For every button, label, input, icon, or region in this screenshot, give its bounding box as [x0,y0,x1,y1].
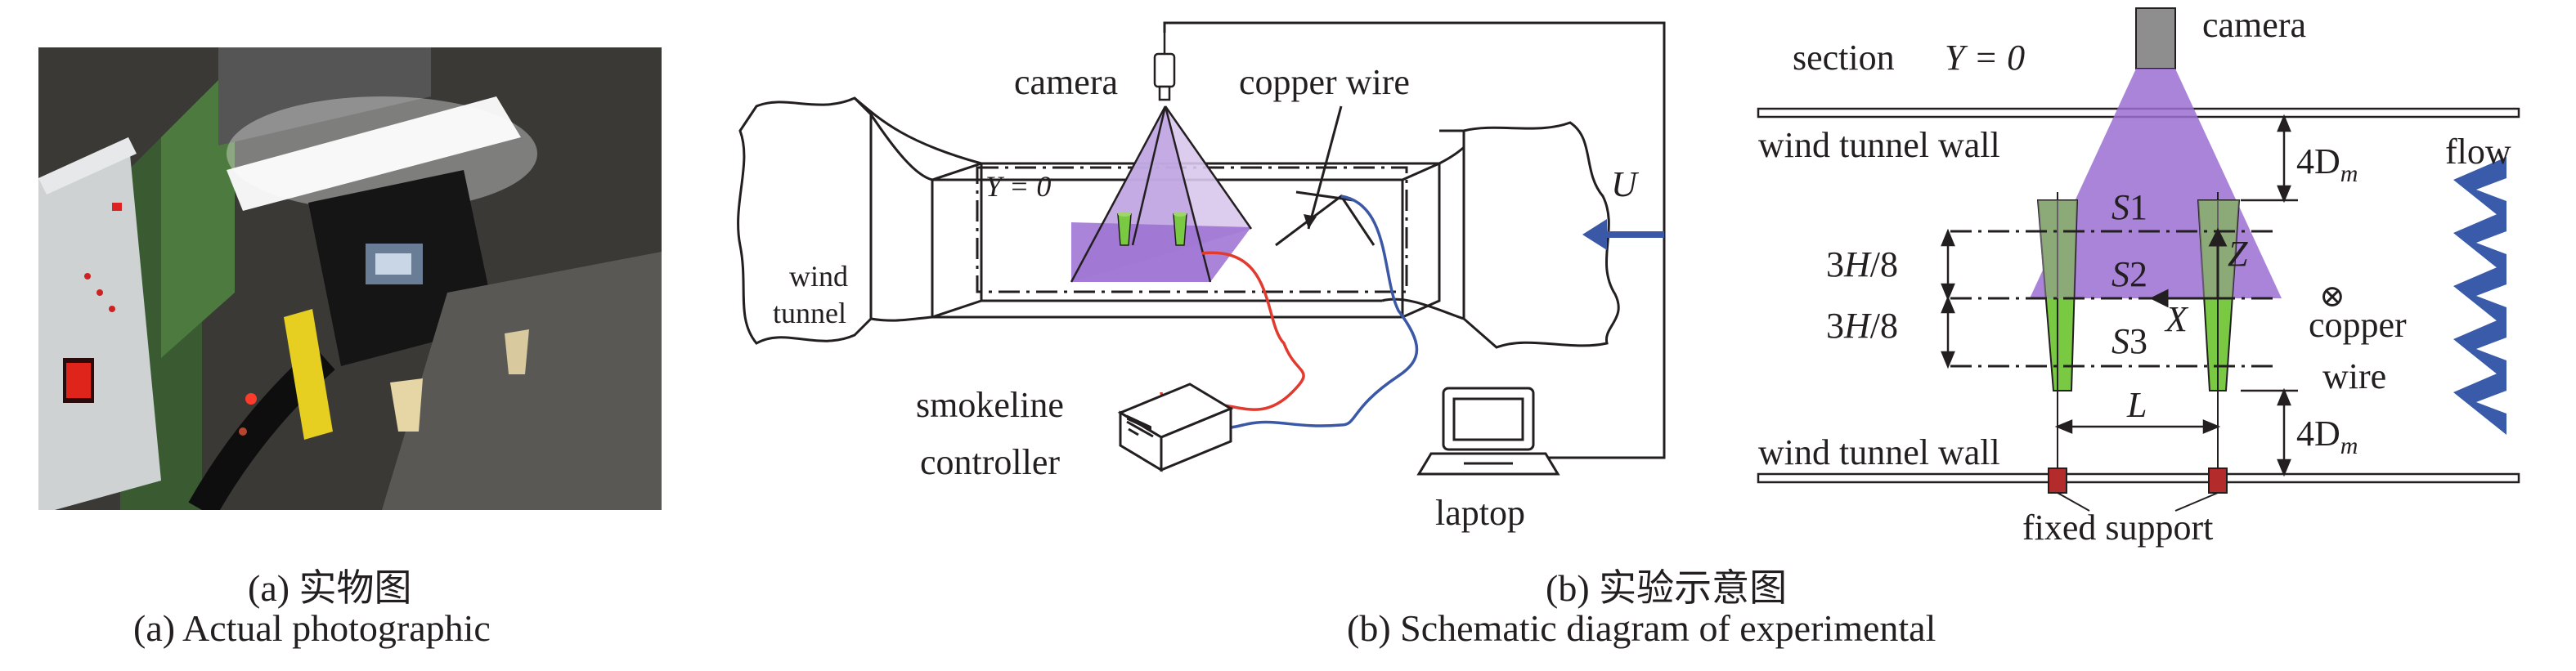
copper-wire-label: copper wire [1239,62,1410,102]
experiment-photo [38,47,662,510]
gap-top-label: 4Dm [2296,141,2358,187]
velocity-label: U [1611,164,1640,204]
section-y0-label: Y = 0 [1945,38,2025,78]
fixed-support-right [2208,467,2228,494]
wind-tunnel-label-1: wind [789,260,848,293]
camera-icon [1153,33,1176,101]
wind-tunnel-label-2: tunnel [773,297,846,329]
laptop-icon [1416,387,1560,476]
spacing-1-label: 3H/8 [1826,244,1898,284]
laptop-label: laptop [1435,493,1525,533]
fixed-support-label: fixed support [2022,508,2213,548]
wind-tunnel-wall-bottom [1757,472,2520,484]
section-s1-label: S1 [2112,187,2147,227]
section-s3-label: S3 [2112,321,2147,361]
z-axis-label: Z [2228,234,2248,274]
plane-y0-label: Y = 0 [985,170,1051,203]
flow-label: flow [2445,132,2511,172]
spacing-l-label: L [2126,385,2147,425]
caption-a-cn: (a) 实物图 [248,567,412,609]
caption-a-en: (a) Actual photographic [133,607,491,649]
fixed-support-left [2048,467,2067,494]
camera-block [2135,7,2176,69]
smokeline-label: smokeline [916,385,1064,425]
flow-chevrons-icon [2453,157,2506,435]
controller-label: controller [920,442,1060,482]
model-cylinder-left-1 [1117,213,1132,246]
section-prefix-label: section [1793,38,1895,78]
section-s2-label: S2 [2112,254,2147,294]
wire-label: wire [2322,356,2386,396]
flow-arrow-icon [1582,219,1607,250]
copper-label: copper [2309,305,2407,345]
smokeline-controller-icon [1117,382,1234,472]
wall-bottom-label: wind tunnel wall [1758,432,2000,472]
caption-b-cn: (b) 实验示意图 [1546,567,1788,609]
model-cylinder-left-2 [1173,213,1187,246]
caption-b-en: (b) Schematic diagram of experimental [1347,607,1936,649]
spacing-2-label: 3H/8 [1826,306,1898,346]
gap-bottom-label: 4Dm [2296,414,2358,459]
x-axis-label: X [2164,299,2189,339]
wall-top-label: wind tunnel wall [1758,125,2000,165]
camera-label: camera [1014,62,1118,102]
section-camera-label: camera [2202,5,2306,45]
out-of-plane-icon: ⊗ [2319,280,2345,314]
